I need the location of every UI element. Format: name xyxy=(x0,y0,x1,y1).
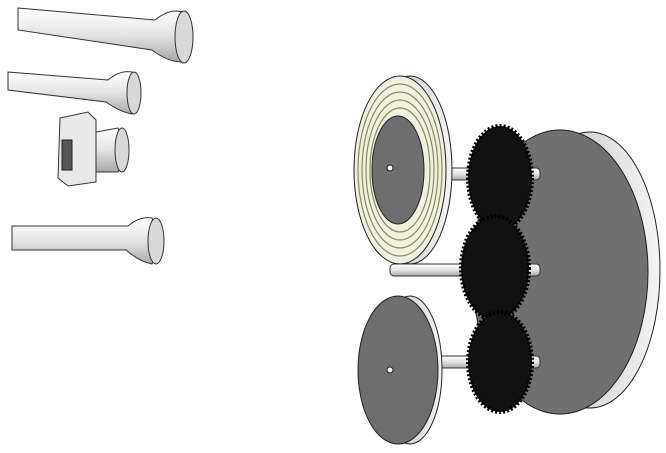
flared-pipe-3 xyxy=(11,217,165,265)
flared-pipe-2 xyxy=(7,71,142,115)
flared-pipe-1 xyxy=(17,7,194,64)
connector-block xyxy=(57,111,130,187)
center-hole-icon xyxy=(386,366,394,374)
gear-stack xyxy=(459,124,534,414)
spiral-groove-disk xyxy=(353,75,453,265)
plain-disk xyxy=(357,295,443,445)
center-hole-icon xyxy=(386,164,394,172)
